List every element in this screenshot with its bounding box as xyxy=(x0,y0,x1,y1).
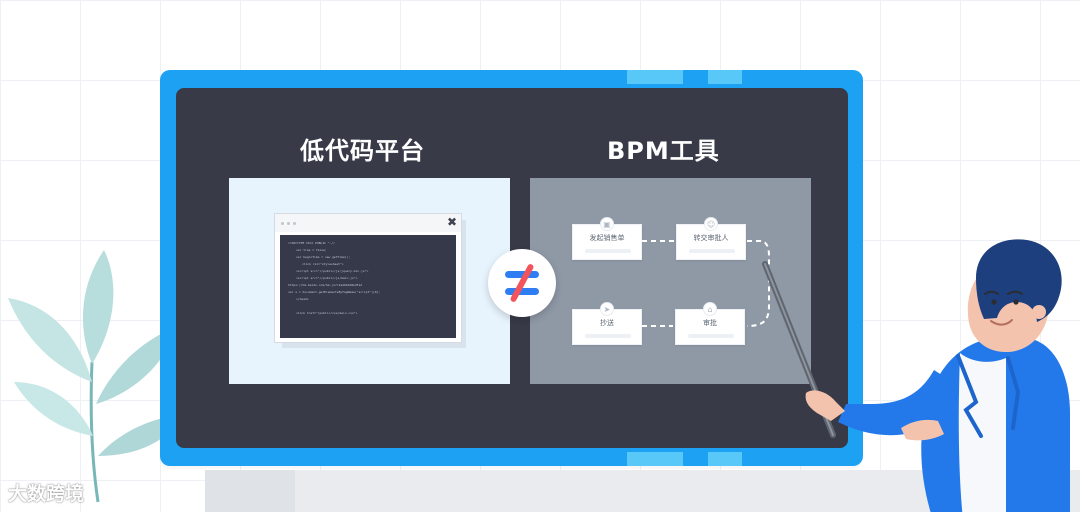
flow-step-label: 抄送 xyxy=(600,319,614,327)
presenter-illustration xyxy=(762,239,1070,512)
code-line: var s = document.getElementsByTagName("s… xyxy=(288,290,381,294)
bpm-tool-title: BPM工具 xyxy=(607,137,720,165)
not-equal-lower-bar xyxy=(505,288,539,295)
code-line: <link rel="stylesheet"> xyxy=(302,262,344,266)
close-icon: ✖ xyxy=(446,215,457,229)
code-line: <script src="//public/js/main.js"> xyxy=(296,276,358,280)
code-window: ✖ <!DOCTYPE html PUBLIC "-// var tree = … xyxy=(274,213,462,343)
code-line: https://hm.baidu.com/hm.js?c1a494b28e351… xyxy=(288,283,363,287)
frame-tab xyxy=(708,70,742,84)
low-code-platform-title: 低代码平台 xyxy=(300,137,425,165)
flow-step-placeholder xyxy=(689,249,735,253)
code-line: var tree = false; xyxy=(296,248,327,252)
code-window-titlebar: ✖ xyxy=(275,214,461,232)
flow-step-placeholder xyxy=(585,249,631,253)
flow-step-card: ▣ 发起销售单 xyxy=(572,217,642,260)
window-dot-icon xyxy=(281,222,284,225)
flow-step-card: ⌂ 审批 xyxy=(675,302,745,345)
document-icon: ▣ xyxy=(600,217,614,231)
flow-step-label: 审批 xyxy=(703,319,717,327)
code-line: <!DOCTYPE html PUBLIC "-// xyxy=(288,241,335,245)
decorative-plant xyxy=(8,250,184,503)
code-line: </head> xyxy=(296,297,309,301)
flow-step-placeholder xyxy=(688,334,734,338)
window-dot-icon xyxy=(287,222,290,225)
flow-step-label: 发起销售单 xyxy=(589,234,625,242)
code-line: <link href="/public/css/main.css"> xyxy=(296,311,358,315)
frame-tab xyxy=(708,452,742,466)
floor-left-block xyxy=(205,470,295,512)
flow-step-label: 转交审批人 xyxy=(693,234,729,242)
flow-step-card: ➤ 抄送 xyxy=(572,302,642,345)
frame-tab xyxy=(627,452,683,466)
stamp-icon: ⌂ xyxy=(703,302,717,316)
brand-watermark: 大数跨境 xyxy=(8,483,85,505)
not-equal-badge xyxy=(488,249,556,317)
send-icon: ➤ xyxy=(600,302,614,316)
code-line: <script src="//public/js/jquery.min.js"> xyxy=(296,269,369,273)
window-dot-icon xyxy=(293,222,296,225)
code-editor: <!DOCTYPE html PUBLIC "-// var tree = fa… xyxy=(280,235,456,338)
flow-connectors xyxy=(642,240,770,327)
bpm-panel xyxy=(530,178,811,384)
flow-step-placeholder xyxy=(585,334,631,338)
flow-step-card: ☺ 转交审批人 xyxy=(676,217,746,260)
code-line: var beginTime = new getTime(); xyxy=(296,255,351,259)
frame-tab xyxy=(627,70,683,84)
user-icon: ☺ xyxy=(704,217,718,231)
